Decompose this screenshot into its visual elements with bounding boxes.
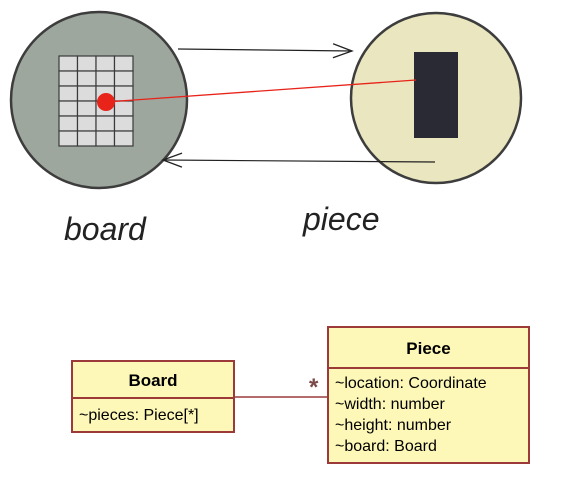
board-class-name: Board bbox=[73, 362, 233, 399]
board-grid-cell bbox=[76, 115, 97, 132]
board-grid-cell bbox=[76, 85, 97, 102]
board-grid-cell bbox=[113, 130, 134, 147]
board-grid-cell bbox=[58, 115, 79, 132]
board-grid-cell bbox=[58, 100, 79, 117]
board-grid-cell bbox=[113, 85, 134, 102]
board-grid-cell bbox=[95, 130, 116, 147]
piece-block bbox=[414, 52, 458, 138]
association-multiplicity: * bbox=[309, 374, 319, 401]
board-to-piece-arrow bbox=[177, 43, 354, 59]
piece-to-board-arrow bbox=[161, 152, 436, 168]
board-class-box: Board ~pieces: Piece[*] bbox=[71, 360, 235, 433]
piece-attribute: ~height: number bbox=[335, 417, 452, 434]
piece-class-name: Piece bbox=[329, 328, 528, 369]
board-grid-cell bbox=[76, 100, 97, 117]
piece-class-box: Piece ~location: Coordinate ~width: numb… bbox=[327, 326, 530, 464]
board-grid-cell bbox=[76, 70, 97, 87]
board-grid-cell bbox=[76, 55, 97, 72]
board-grid-cell bbox=[58, 70, 79, 87]
board-class-attributes: ~pieces: Piece[*] bbox=[73, 399, 233, 426]
board-grid-cell bbox=[58, 130, 79, 147]
board-grid-cell bbox=[58, 85, 79, 102]
board-caption: board bbox=[64, 211, 147, 247]
board-attribute: ~pieces: Piece[*] bbox=[79, 407, 199, 424]
board-grid-cell bbox=[95, 55, 116, 72]
board-grid-cell bbox=[58, 55, 79, 72]
board-grid-cell bbox=[113, 70, 134, 87]
location-link-line bbox=[105, 79, 417, 103]
piece-attribute: ~board: Board bbox=[335, 438, 437, 455]
board-grid-cell bbox=[95, 70, 116, 87]
piece-caption: piece bbox=[302, 201, 380, 237]
board-grid-cell bbox=[113, 115, 134, 132]
location-marker bbox=[97, 93, 115, 111]
board-grid-cell bbox=[113, 100, 134, 117]
board-grid-cell bbox=[76, 130, 97, 147]
piece-attribute: ~width: number bbox=[335, 396, 445, 413]
piece-class-attributes: ~location: Coordinate ~width: number ~he… bbox=[329, 369, 528, 457]
board-grid-cell bbox=[95, 115, 116, 132]
piece-attribute: ~location: Coordinate bbox=[335, 375, 487, 392]
board-grid-cell bbox=[113, 55, 134, 72]
